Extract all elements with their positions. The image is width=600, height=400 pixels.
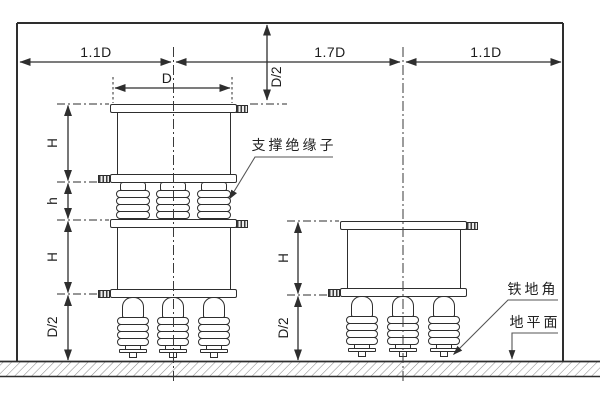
left-dimension-column	[57, 103, 109, 361]
terminal-block	[328, 288, 340, 297]
insulator-dome	[392, 296, 414, 317]
dim-left-ground-clearance-label: D/2	[45, 316, 60, 338]
iron-foot-stem	[399, 351, 407, 357]
dim-top-clearance-label: D/2	[269, 66, 284, 88]
insulator-rib	[116, 211, 150, 219]
ground-plane	[0, 360, 600, 378]
dim-center-span-label: 1.7D	[314, 44, 346, 60]
ground-insulator	[196, 297, 232, 358]
dim-right-span-label: 1.1D	[470, 44, 502, 60]
support-insulator	[155, 182, 191, 219]
terminal-block	[98, 289, 110, 298]
iron-foot-stem	[210, 352, 218, 358]
dim-left-lower-height-label: H	[45, 252, 60, 262]
iron-foot-stem	[358, 351, 366, 357]
ground-insulator	[155, 297, 191, 358]
support-insulator	[115, 182, 151, 219]
insulator-rib	[197, 211, 231, 219]
insulator-dome	[203, 297, 225, 318]
right-stack-drum	[347, 229, 461, 289]
ground-insulator	[385, 296, 421, 357]
terminal-block	[98, 174, 110, 183]
insulator-dome	[122, 297, 144, 318]
dim-right-ground-clearance-label: D/2	[276, 317, 291, 339]
ground-insulator	[426, 296, 462, 357]
ground-insulator	[115, 297, 151, 358]
left-stack-lower-drum	[117, 227, 231, 290]
terminal-block	[236, 219, 248, 228]
iron-foot-stem	[129, 352, 137, 358]
insulator-rib	[156, 211, 190, 219]
support-insulator	[196, 182, 232, 219]
terminal-block	[466, 221, 478, 230]
insulator-dome	[351, 296, 373, 317]
iron-foot-callout: 铁地角	[507, 283, 559, 298]
support-insulator-callout: 支撑绝缘子	[251, 139, 337, 154]
dim-diameter-label: D	[161, 70, 173, 86]
ground-plane-callout: 地平面	[509, 316, 561, 331]
insulator-dome	[433, 296, 455, 317]
iron-foot-stem	[169, 352, 177, 358]
ground-insulator	[344, 296, 380, 357]
dim-right-height-label: H	[276, 253, 291, 263]
iron-foot-stem	[440, 351, 448, 357]
dim-left-span-label: 1.1D	[80, 44, 112, 60]
terminal-block	[236, 104, 248, 113]
dim-left-upper-height-label: H	[45, 138, 60, 148]
left-stack-upper-drum	[117, 112, 231, 175]
dim-left-gap-label: h	[45, 197, 60, 205]
insulator-dome	[162, 297, 184, 318]
